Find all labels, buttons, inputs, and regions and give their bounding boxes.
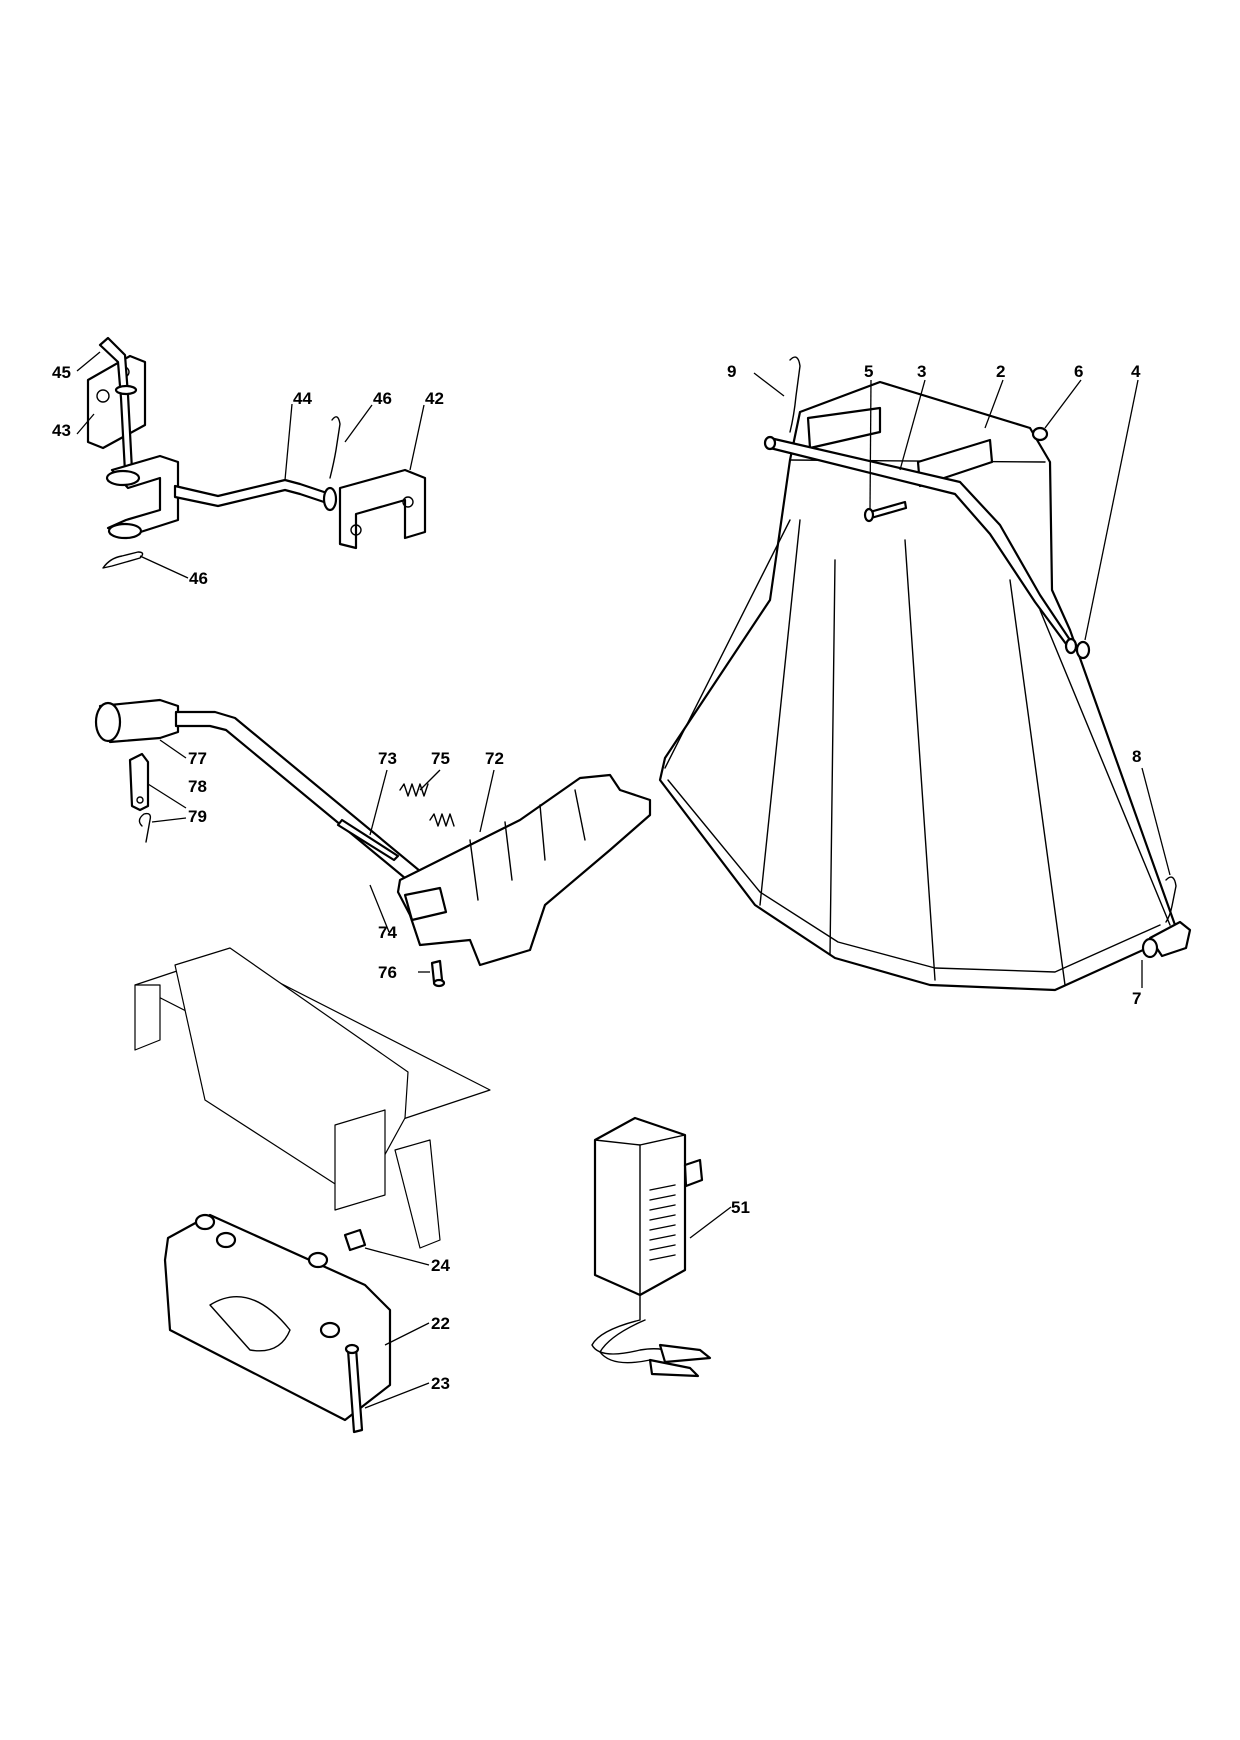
part-9-clip xyxy=(789,356,801,433)
part-51-plug xyxy=(683,1158,704,1188)
callout-46: 46 xyxy=(189,569,208,588)
frame-and-ballast xyxy=(134,947,491,1434)
part-76-screw-head xyxy=(432,978,446,988)
callout-2: 2 xyxy=(996,362,1005,381)
part-46-clip xyxy=(329,416,341,479)
part-2-tab xyxy=(806,406,882,450)
part-74-pin xyxy=(336,818,400,862)
callout-23: 23 xyxy=(431,1374,450,1393)
part-79-clip xyxy=(138,812,152,843)
part-51-clamp xyxy=(648,1358,700,1378)
part-3-frame-end xyxy=(763,435,777,451)
part-2-panel-line xyxy=(904,539,936,981)
part-5-bolt-head xyxy=(863,507,875,523)
part-22-boss xyxy=(307,1251,329,1269)
callout-6: 6 xyxy=(1074,362,1083,381)
part-24-nut xyxy=(343,1228,367,1252)
part-72-rib xyxy=(469,839,479,901)
part-22-boss xyxy=(194,1213,216,1231)
callout-51: 51 xyxy=(731,1198,750,1217)
callout-7: 7 xyxy=(1132,989,1141,1008)
part-43-bracket xyxy=(86,354,147,450)
part-7-pin-head xyxy=(1141,937,1159,959)
part-77-grip-end xyxy=(94,701,122,743)
part-72-rib xyxy=(539,804,546,861)
callout-labels: 45 43 44 46 42 46 9 5 3 2 6 4 77 78 79 7… xyxy=(52,362,1141,1393)
frame-crossbar-end xyxy=(334,1109,386,1211)
part-72-rib xyxy=(504,821,513,881)
part-22-cutout xyxy=(209,1296,291,1352)
callout-5: 5 xyxy=(864,362,873,381)
callout-73: 73 xyxy=(378,749,397,768)
callout-78: 78 xyxy=(188,777,207,796)
part-42-bracket xyxy=(338,468,427,550)
part-75-spring xyxy=(429,813,455,827)
part-46-clip-lower xyxy=(102,551,144,569)
callout-72: 72 xyxy=(485,749,504,768)
callout-79: 79 xyxy=(188,807,207,826)
callout-45: 45 xyxy=(52,363,71,382)
grass-catcher-assembly xyxy=(658,356,1192,992)
part-44-bar-end xyxy=(322,486,338,512)
part-2-panel-line xyxy=(829,559,836,956)
part-42-hole xyxy=(402,496,414,508)
part-2-bottom-rim xyxy=(667,779,1161,973)
part-44-hitch-bar xyxy=(173,478,332,508)
part-8-clip xyxy=(1165,876,1177,923)
callout-4: 4 xyxy=(1131,362,1141,381)
part-44-clevis-eye xyxy=(107,522,143,540)
callout-75: 75 xyxy=(431,749,450,768)
callout-8: 8 xyxy=(1132,747,1141,766)
part-43-hole xyxy=(96,389,110,403)
lever-assembly xyxy=(94,698,652,988)
part-6-nut xyxy=(1031,426,1049,442)
callout-9: 9 xyxy=(727,362,736,381)
part-51-charger-vents xyxy=(649,1184,676,1261)
part-78-link-hole xyxy=(136,796,144,804)
part-51-cable xyxy=(599,1319,651,1364)
part-23-bolt-head xyxy=(344,1343,360,1355)
callout-76: 76 xyxy=(378,963,397,982)
battery-charger xyxy=(591,1116,712,1378)
frame-crossbar xyxy=(134,984,161,1051)
part-76-screw xyxy=(430,959,444,984)
frame-leg xyxy=(394,1139,441,1249)
part-51-charger-top xyxy=(594,1134,686,1146)
part-3-frame-end xyxy=(1064,637,1078,655)
hitch-bar-assembly xyxy=(86,336,427,569)
callout-46: 46 xyxy=(373,389,392,408)
part-42-hole xyxy=(350,524,362,536)
part-2-panel-line xyxy=(664,519,791,769)
callout-44: 44 xyxy=(293,389,312,408)
part-45-collar xyxy=(114,384,138,396)
part-78-link xyxy=(128,752,150,812)
callout-43: 43 xyxy=(52,421,71,440)
part-22-ballast-weight xyxy=(163,1213,392,1422)
part-44-clevis-eye xyxy=(105,469,141,487)
callout-74: 74 xyxy=(378,923,397,942)
callout-77: 77 xyxy=(188,749,207,768)
callout-3: 3 xyxy=(917,362,926,381)
part-22-boss xyxy=(319,1321,341,1339)
part-75-spring xyxy=(399,783,429,797)
part-2-panel-line xyxy=(759,519,801,906)
part-72-hinge xyxy=(403,886,448,922)
part-72-deflector-chute xyxy=(396,773,652,967)
part-2-panel-line xyxy=(1009,579,1066,986)
callout-42: 42 xyxy=(425,389,444,408)
callout-24: 24 xyxy=(431,1256,450,1275)
part-7-pivot-pin xyxy=(1148,920,1192,958)
part-72-rib xyxy=(574,789,586,841)
part-4-end-cap xyxy=(1075,640,1091,660)
part-2-catcher-bag xyxy=(658,380,1177,992)
part-22-boss xyxy=(215,1231,237,1249)
callout-leaders xyxy=(76,351,1171,1409)
part-51-clamp xyxy=(658,1343,712,1364)
callout-22: 22 xyxy=(431,1314,450,1333)
part-2-panel-line xyxy=(1039,609,1171,926)
